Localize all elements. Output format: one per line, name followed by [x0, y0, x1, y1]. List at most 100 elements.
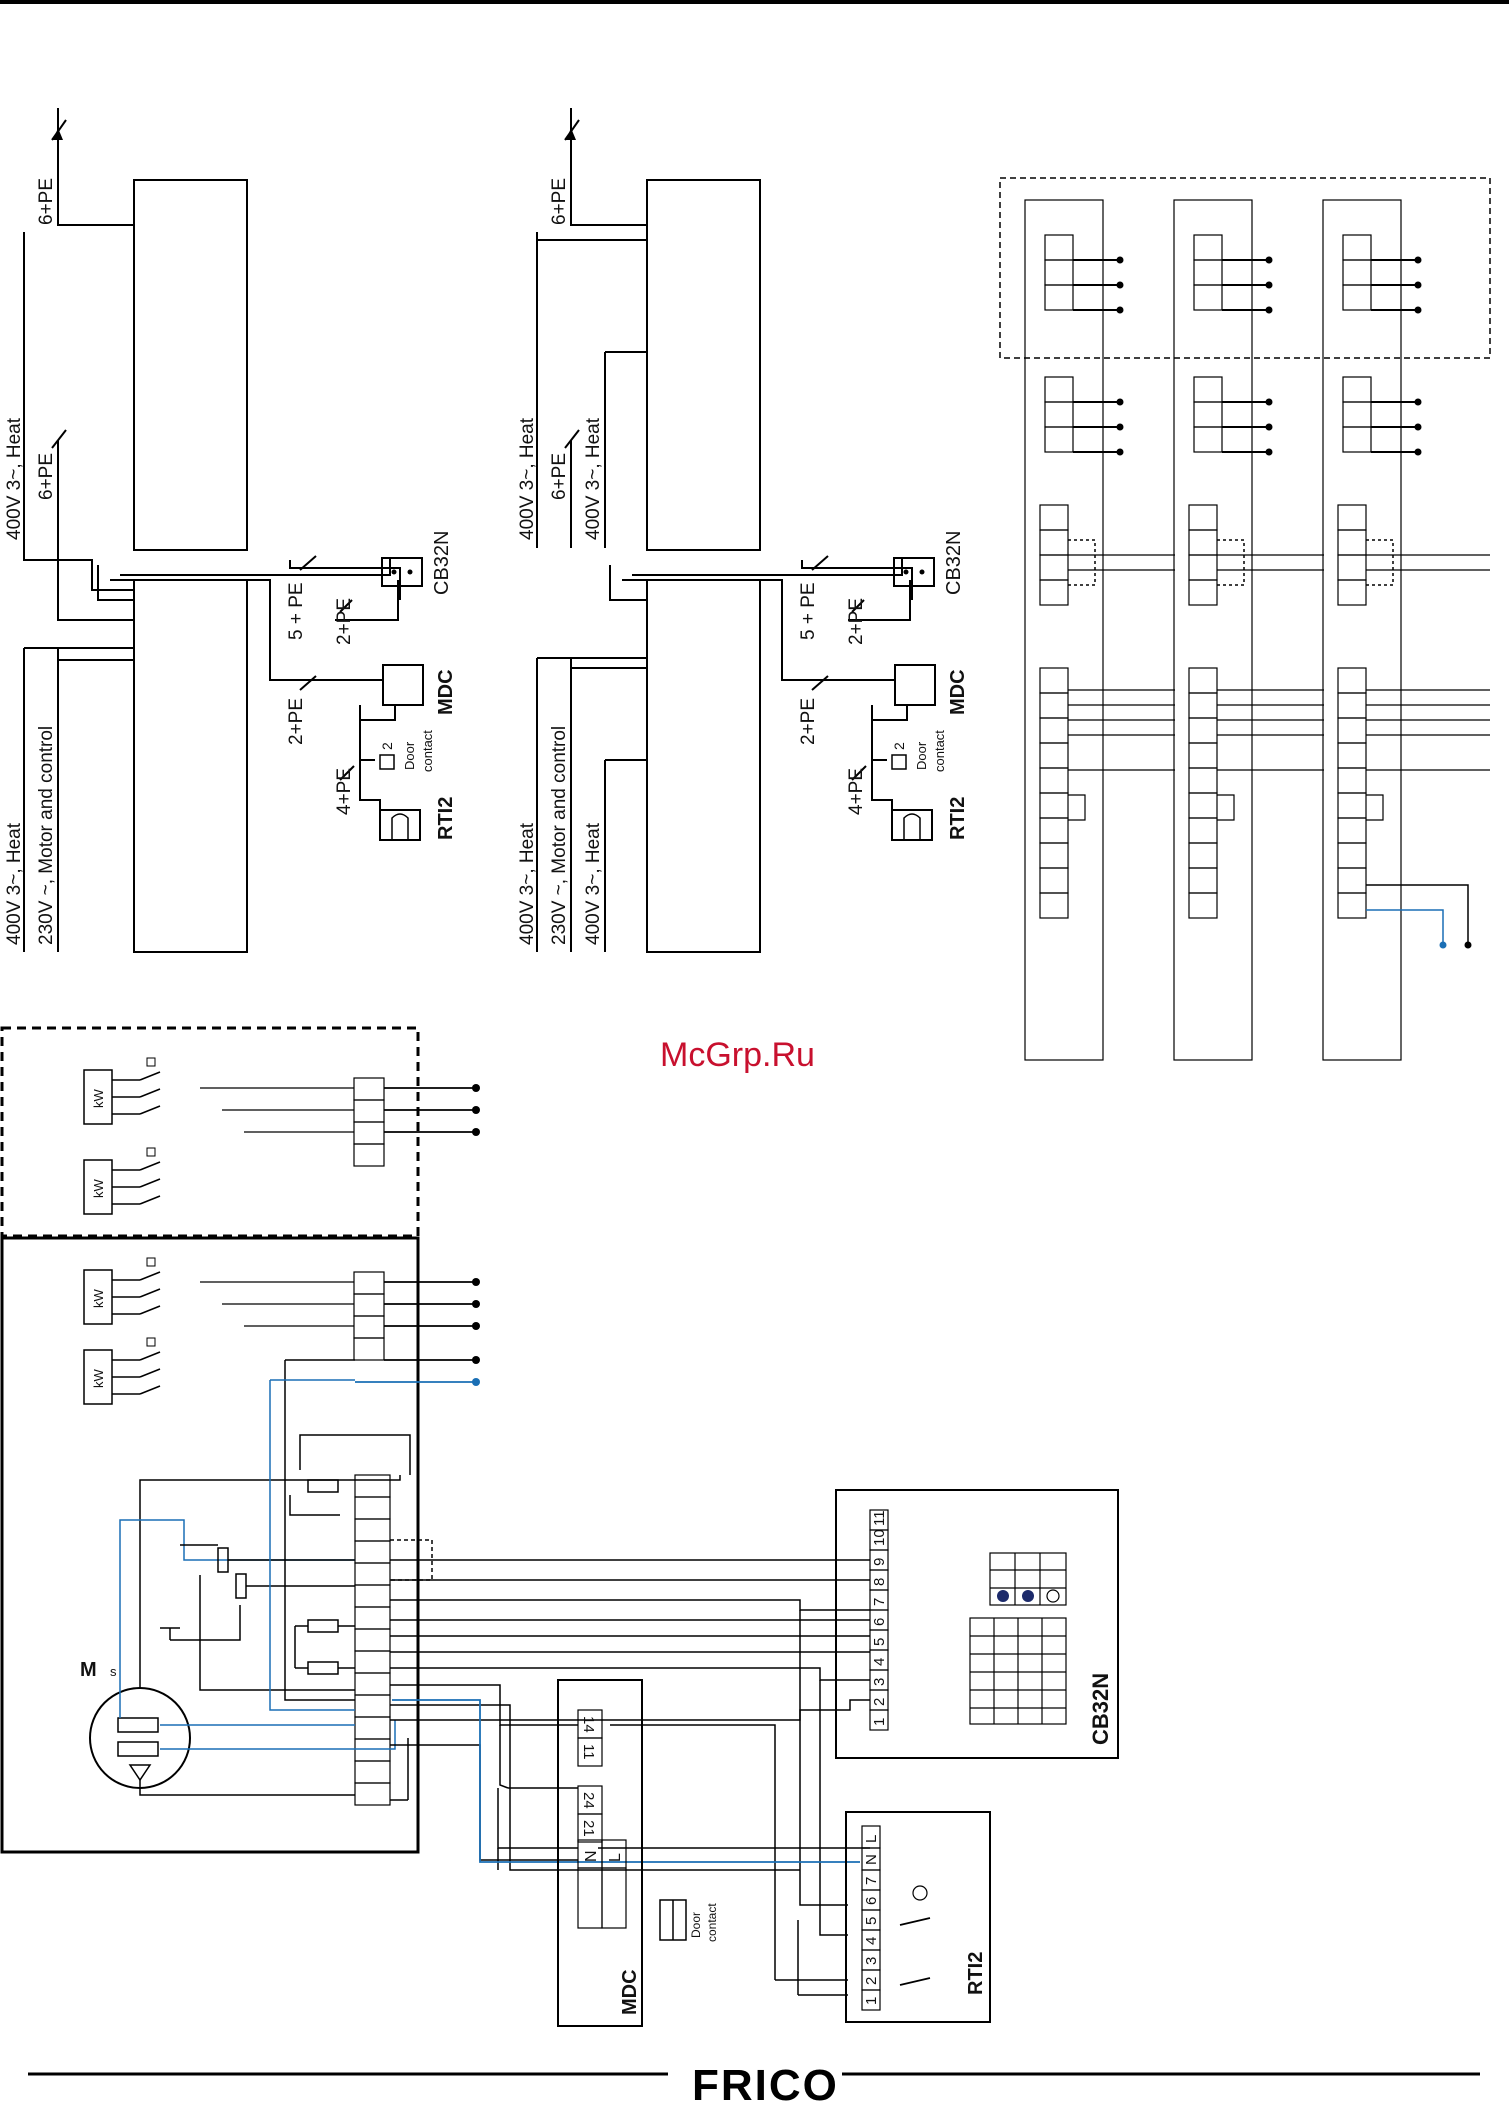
cb32n-panel-title: CB32N: [1088, 1673, 1113, 1745]
mdc-terminal-label: 11: [580, 1744, 597, 1760]
strip-terminal: [1193, 234, 1223, 261]
power-terminal: [353, 1121, 385, 1145]
power-terminal: [353, 1143, 385, 1167]
strip-column: [1173, 199, 1253, 1061]
mdc-terminal-label: 14: [580, 1716, 597, 1733]
cable-rti2-label: 4+PE: [334, 768, 355, 815]
door-count-label: 2: [379, 742, 395, 750]
cable-mdc-label-2: 2+PE: [798, 698, 819, 745]
mdc-door-label: Door: [689, 1912, 703, 1938]
rti2-terminal-label: 1: [863, 1997, 880, 2005]
cb32n-box-1: [381, 557, 423, 587]
cable-cb32n-label: 5 + PE: [286, 582, 307, 640]
wiring-overview-2: [536, 108, 936, 953]
door-label: Door: [402, 741, 417, 770]
power-terminal: [353, 1271, 385, 1295]
rti2-terminal-label: 4: [863, 1937, 880, 1945]
rti2-terminal-label: 5: [863, 1917, 880, 1925]
heater-kw-label: kW: [91, 1369, 106, 1389]
cb32n-terminal-label: 4: [871, 1658, 888, 1666]
cable-heat-1-label: 6+PE: [36, 178, 57, 225]
cable-heat-2-label: 6+PE: [36, 453, 57, 500]
strip-terminal: [1044, 376, 1074, 403]
unit-frame: [0, 1236, 420, 1854]
overview-1-labels: 400V 3~, Heat 6+PE 6+PE 400V 3~, Heat 23…: [4, 178, 457, 945]
control-terminal: [354, 1518, 391, 1542]
cb32n-label-2: CB32N: [943, 531, 965, 595]
supply-heat-2-label: 400V 3~, Heat: [4, 822, 25, 945]
optional-group-dashed: [999, 177, 1491, 359]
mdc-label-2: MDC: [947, 669, 969, 715]
cable-mdc-cb-label: 2+PE: [334, 598, 355, 645]
strip-terminal: [1342, 259, 1372, 286]
power-terminal: [353, 1315, 385, 1339]
wiring-overview-1: [23, 108, 424, 953]
heater-kw-label: kW: [91, 1289, 106, 1309]
supply-motor-label: 230V ~, Motor and control: [36, 726, 57, 945]
strip-terminal: [1342, 376, 1372, 403]
strip-column: [1024, 199, 1104, 1061]
strip-terminal: [1044, 259, 1074, 286]
cb32n-terminal-label: 7: [871, 1598, 888, 1606]
cb32n-terminal-label: 11: [871, 1510, 888, 1526]
mdc-terminal-label: 24: [580, 1792, 597, 1809]
contact-label: contact: [420, 730, 435, 772]
supply-heat-4-label-2: 400V 3~, Heat: [583, 822, 604, 945]
door-contact-box-2: [891, 754, 907, 770]
cb32n-label: CB32N: [431, 531, 453, 595]
unit-upper-box-2: [646, 179, 761, 551]
control-terminal: [354, 1694, 391, 1718]
control-terminal: [354, 1474, 391, 1498]
mdc-terminal: [577, 1737, 603, 1767]
strip-terminal: [1193, 284, 1223, 311]
mdc-terminal-label: 21: [580, 1820, 597, 1837]
strip-terminal: [1342, 284, 1372, 311]
unit-lower-box: [133, 579, 248, 953]
rti2-panel: [845, 1811, 991, 2023]
supply-heat-2-label-2: 400V 3~, Heat: [583, 417, 604, 540]
strip-terminal: [1342, 234, 1372, 261]
cb32n-terminal-label: 5: [871, 1638, 888, 1646]
cb32n-terminal-label: 10: [871, 1529, 888, 1546]
power-terminal: [353, 1099, 385, 1123]
watermark: McGrp.Ru: [660, 1036, 815, 1074]
cb32n-terminal-label: 1: [871, 1718, 888, 1726]
strip-terminal: [1044, 426, 1074, 453]
strip-column: [1322, 199, 1402, 1061]
strip-terminal: [1342, 401, 1372, 428]
mdc-contact-label: contact: [705, 1903, 719, 1942]
supply-heat-1-label-2: 400V 3~, Heat: [517, 417, 538, 540]
cable-mdc-cb-label-2: 2+PE: [846, 598, 867, 645]
strip-terminal: [1044, 284, 1074, 311]
mdc-panel-title: MDC: [619, 1969, 641, 2015]
optional-heater-group-dashed: [0, 1026, 420, 1238]
supply-heat-3-label-2: 400V 3~, Heat: [517, 822, 538, 945]
power-terminal: [353, 1077, 385, 1101]
control-terminal: [354, 1496, 391, 1520]
unit-upper-box: [133, 179, 248, 551]
strip-terminal: [1193, 376, 1223, 403]
contact-label-2: contact: [932, 730, 947, 772]
cable-rti2-label-2: 4+PE: [846, 768, 867, 815]
mdc-box-1: [382, 664, 424, 706]
rti2-terminal-label: 3: [863, 1957, 880, 1965]
rti2-box-1: [379, 809, 421, 841]
strip-terminal: [1193, 426, 1223, 453]
rti2-supply-terminal: [861, 1825, 881, 1849]
supply-motor-label-2: 230V ~, Motor and control: [549, 726, 570, 945]
control-terminal: [354, 1716, 391, 1740]
strip-terminal: [1044, 401, 1074, 428]
footer-logo: FRICO: [692, 2061, 839, 2106]
door-label-2: Door: [914, 741, 929, 770]
control-terminal: [354, 1606, 391, 1630]
cable-mdc-label: 2+PE: [286, 698, 307, 745]
cb32n-terminal-label: 9: [871, 1558, 888, 1566]
supply-heat-1-label: 400V 3~, Heat: [4, 417, 25, 540]
heater-kw-label: kW: [91, 1179, 106, 1199]
cable-cb32n-label-2: 5 + PE: [798, 582, 819, 640]
control-terminal: [354, 1584, 391, 1608]
mdc-supply-label: N: [583, 1850, 600, 1862]
rti2-terminal-label: 2: [863, 1977, 880, 1985]
